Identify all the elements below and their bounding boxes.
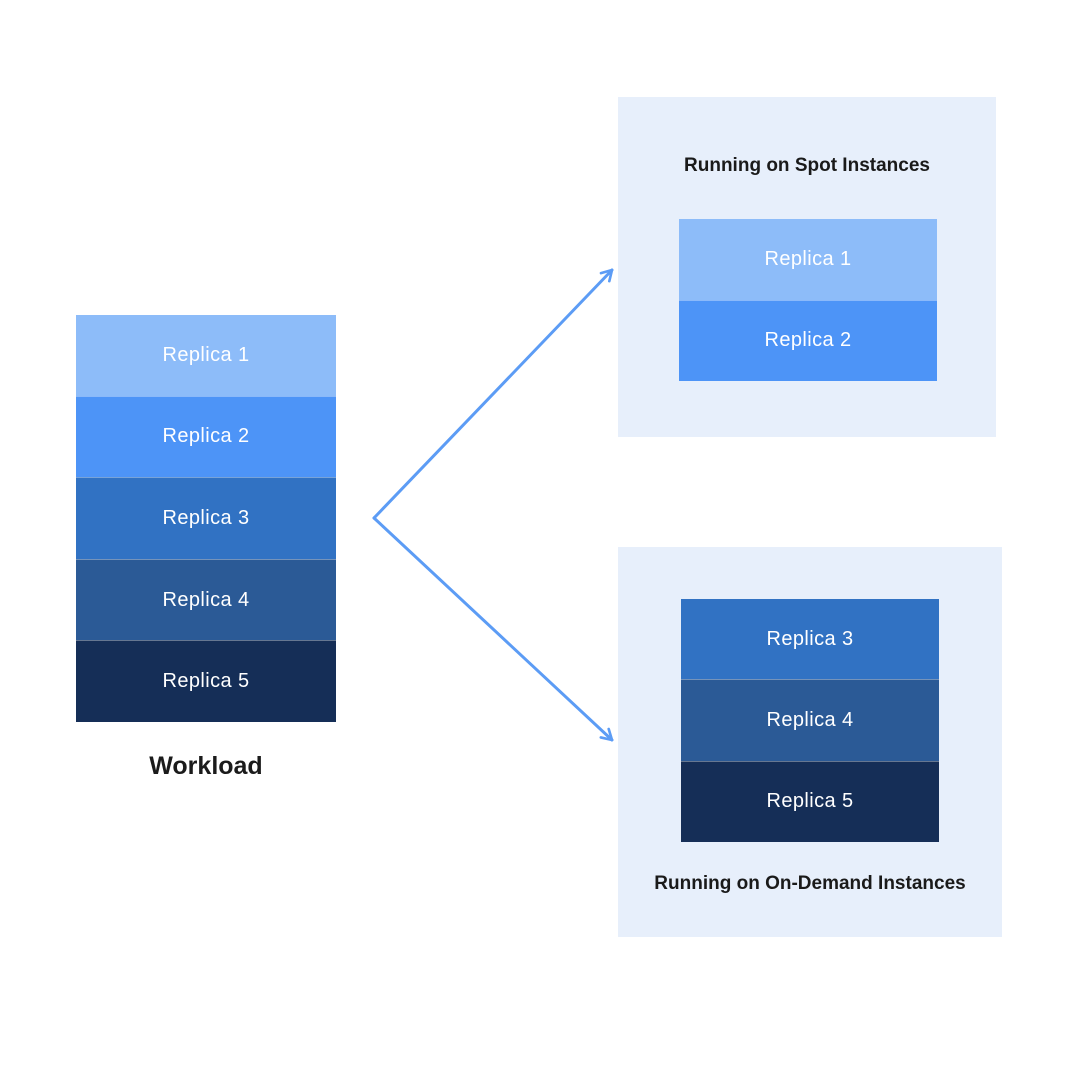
spot-replica-2: Replica 2	[679, 299, 937, 381]
ondemand-replica-stack: Replica 3 Replica 4 Replica 5	[681, 599, 939, 842]
ondemand-instances-panel: Replica 3 Replica 4 Replica 5 Running on…	[618, 547, 1002, 937]
spot-replica-1: Replica 1	[679, 219, 937, 300]
ondemand-replica-4: Replica 4	[681, 679, 939, 761]
workload-title: Workload	[149, 752, 263, 780]
spot-panel-title: Running on Spot Instances	[684, 155, 930, 176]
replica-label: Replica 1	[162, 343, 250, 366]
workload-replica-3: Replica 3	[76, 477, 336, 559]
replica-label: Replica 4	[162, 588, 250, 611]
ondemand-panel-title: Running on On-Demand Instances	[654, 873, 966, 894]
spot-replica-stack: Replica 1 Replica 2	[679, 219, 937, 381]
workload-replica-5: Replica 5	[76, 640, 336, 722]
replica-label: Replica 5	[162, 670, 250, 693]
workload-stack: Replica 1 Replica 2 Replica 3 Replica 4 …	[76, 315, 336, 722]
replica-label: Replica 2	[162, 425, 250, 448]
spot-instances-panel: Running on Spot Instances Replica 1 Repl…	[618, 97, 996, 437]
arrow-to-spot	[372, 268, 614, 520]
replica-label: Replica 1	[764, 247, 852, 270]
ondemand-replica-5: Replica 5	[681, 760, 939, 842]
replica-label: Replica 2	[764, 329, 852, 352]
replica-label: Replica 5	[766, 790, 854, 813]
arrow-to-ondemand	[372, 516, 614, 742]
replica-label: Replica 3	[162, 506, 250, 529]
replica-label: Replica 3	[766, 627, 854, 650]
workload-replica-4: Replica 4	[76, 558, 336, 641]
workload-replica-2: Replica 2	[76, 395, 336, 478]
ondemand-replica-3: Replica 3	[681, 599, 939, 680]
replica-label: Replica 4	[766, 708, 854, 731]
workload-replica-1: Replica 1	[76, 315, 336, 396]
